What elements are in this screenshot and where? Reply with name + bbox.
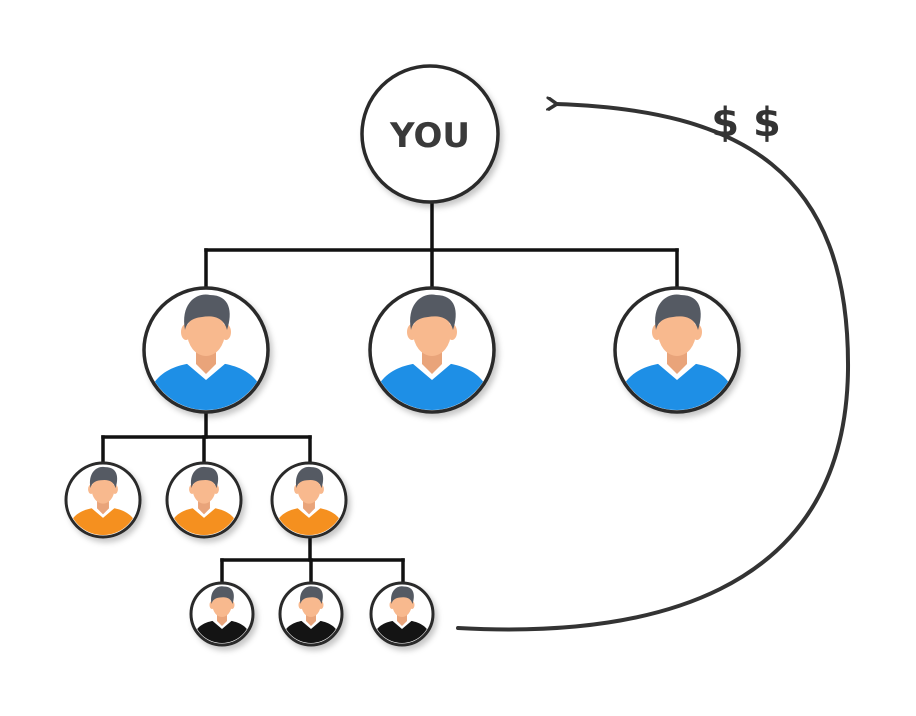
member-node-level3-1 bbox=[189, 581, 255, 647]
member-node-level2-3 bbox=[270, 461, 348, 539]
money-flow-arrow bbox=[456, 104, 851, 632]
member-node-level1-2 bbox=[368, 286, 496, 414]
connector-lines bbox=[101, 200, 679, 585]
root-node: YOU bbox=[360, 64, 500, 204]
member-nodes bbox=[64, 286, 741, 647]
root-label: YOU bbox=[389, 116, 470, 156]
root-circle bbox=[360, 64, 500, 204]
member-node-level1-3 bbox=[613, 286, 741, 414]
member-node-level2-1 bbox=[64, 461, 142, 539]
member-node-level1-1 bbox=[142, 286, 270, 414]
member-node-level2-2 bbox=[165, 461, 243, 539]
member-node-level3-3 bbox=[369, 581, 435, 647]
member-node-level3-2 bbox=[278, 581, 344, 647]
money-label: $ $ bbox=[711, 100, 781, 146]
